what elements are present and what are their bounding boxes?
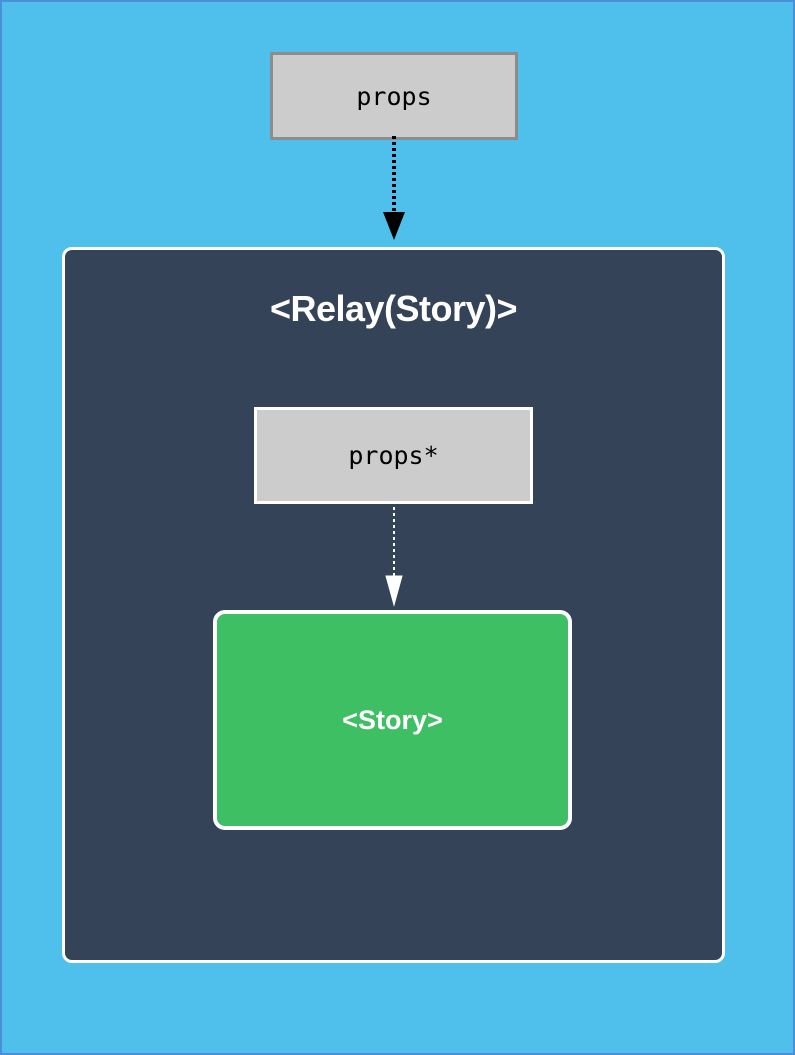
node-props-outer[interactable]: props xyxy=(270,52,518,140)
arrow-props-to-relay-icon xyxy=(383,136,405,240)
arrow-head xyxy=(383,212,405,240)
node-story-label: <Story> xyxy=(342,704,443,735)
node-story[interactable]: <Story> xyxy=(213,610,572,830)
arrow-props-to-story-icon xyxy=(385,501,403,607)
arrow-head xyxy=(385,575,403,607)
node-props-outer-label: props xyxy=(356,81,432,111)
node-relay-panel-label: <Relay(Story)> xyxy=(269,288,518,329)
node-props-inner-label: props* xyxy=(348,441,439,470)
node-props-inner[interactable]: props* xyxy=(254,407,533,504)
